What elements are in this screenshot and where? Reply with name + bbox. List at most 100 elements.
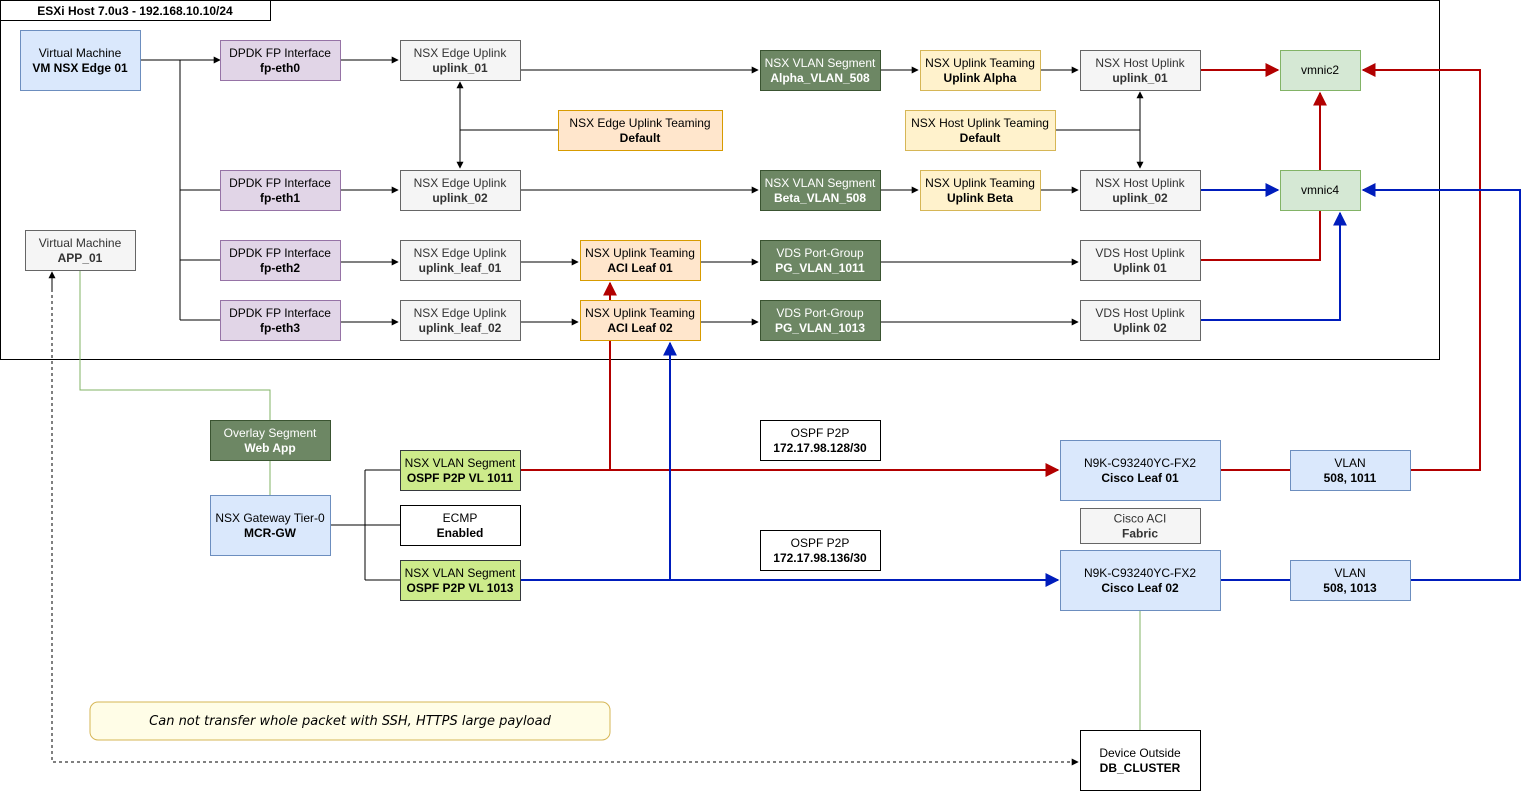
node-box (920, 50, 1041, 91)
node-box (400, 40, 521, 81)
link-app01-overlay-green (79, 270, 271, 420)
node-line2: OSPF P2P VL 1011 (407, 471, 514, 485)
node-line1: VDS Port-Group (776, 306, 864, 320)
node-box (220, 240, 341, 281)
link-vds1-vmnic2-red (1200, 91, 1327, 261)
node-line2: 172.17.98.128/30 (773, 441, 867, 455)
link-app01-db-dashed (51, 283, 1079, 766)
node-line2: ACI Leaf 01 (607, 261, 673, 275)
node-line1: N9K-C93240YC-FX2 (1084, 456, 1196, 470)
node-box (1280, 170, 1361, 211)
node-line1: NSX VLAN Segment (405, 566, 516, 580)
note-box (89, 701, 611, 741)
node-box (220, 40, 341, 81)
node-line1: NSX Edge Uplink (414, 246, 508, 260)
node-box (920, 170, 1041, 211)
node-box (400, 170, 521, 211)
node-box (1080, 170, 1201, 211)
node-line1: VDS Port-Group (776, 246, 864, 260)
node-line1: NSX Uplink Teaming (585, 246, 695, 260)
connectors (48, 56, 1521, 766)
node-box (220, 300, 341, 341)
node-line1: DPDK FP Interface (229, 306, 331, 320)
node-box (400, 300, 521, 341)
link-vds2-vmnic4-blue (1200, 211, 1347, 321)
node-line1: ECMP (443, 511, 478, 525)
node-box (760, 170, 881, 211)
node-line2: Alpha_VLAN_508 (770, 71, 870, 85)
node-line2: OSPF P2P VL 1013 (407, 581, 514, 595)
node-box (210, 495, 331, 556)
node-line1: Virtual Machine (39, 46, 122, 60)
node-box (1080, 508, 1201, 544)
node-line2: ACI Leaf 02 (607, 321, 673, 335)
node-box (220, 170, 341, 211)
node-line2: DB_CLUSTER (1100, 761, 1181, 775)
node-line2: Uplink Alpha (944, 71, 1017, 85)
node-line1: vmnic4 (1301, 183, 1339, 197)
node-box (400, 560, 521, 601)
node-box (1290, 450, 1411, 491)
esxi-host-label: ESXi Host 7.0u3 - 192.168.10.10/24 (37, 4, 233, 18)
node-line1: NSX Host Uplink (1095, 176, 1185, 190)
node-line1: OSPF P2P (791, 536, 850, 550)
node-line2: 508, 1013 (1323, 581, 1377, 595)
node-line1: NSX VLAN Segment (765, 176, 876, 190)
node-line1: NSX Gateway Tier-0 (215, 511, 325, 525)
link-vlan2-vmnic4-blue (1361, 183, 1521, 581)
node-line2: fp-eth2 (260, 261, 300, 275)
node-line1: NSX Uplink Teaming (585, 306, 695, 320)
node-line1: NSX Edge Uplink (414, 176, 508, 190)
node-line2: VM NSX Edge 01 (32, 61, 128, 75)
node-line1: Overlay Segment (224, 426, 317, 440)
node-line1: NSX Host Uplink (1095, 56, 1185, 70)
link-vlan1-vmnic2-red (1361, 63, 1481, 471)
node-box (1060, 440, 1221, 501)
node-line2: Default (960, 131, 1001, 145)
node-box (20, 30, 141, 91)
node-line1: VLAN (1334, 566, 1365, 580)
node-box (210, 420, 331, 461)
node-line2: Uplink Beta (947, 191, 1013, 205)
link-edge-bus (140, 59, 181, 320)
node-line2: MCR-GW (244, 526, 297, 540)
node-line2: Enabled (437, 526, 484, 540)
node-line2: fp-eth3 (260, 321, 300, 335)
node-line1: NSX Uplink Teaming (925, 176, 1035, 190)
node-box (1080, 300, 1201, 341)
node-box (1080, 730, 1201, 791)
node-box (1060, 550, 1221, 611)
node-line2: uplink_01 (1112, 71, 1168, 85)
node-box (400, 505, 521, 546)
esxi-host-label-box (0, 0, 271, 21)
node-vmnic4: vmnic4 (1280, 170, 1361, 211)
node-line2: APP_01 (58, 251, 103, 265)
node-line1: NSX Edge Uplink (414, 46, 508, 60)
node-line2: Uplink 01 (1113, 261, 1167, 275)
node-vmnic2: vmnic2 (1280, 50, 1361, 91)
node-line1: OSPF P2P (791, 426, 850, 440)
